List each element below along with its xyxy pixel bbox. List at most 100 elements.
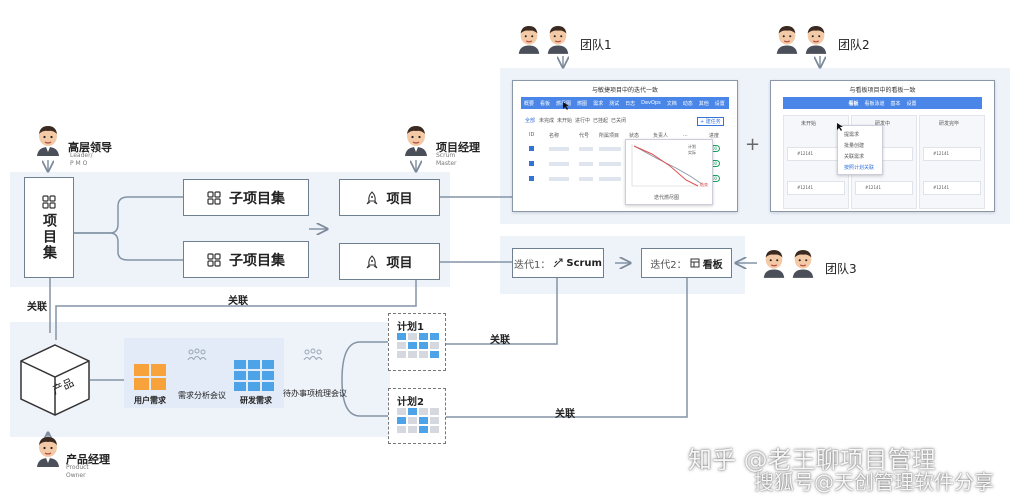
meeting-people-icon xyxy=(187,348,207,361)
nav-item[interactable]: DevOps xyxy=(641,100,661,106)
project-2-box[interactable]: 项目 xyxy=(339,243,440,280)
nav-item[interactable]: 日志 xyxy=(625,100,636,107)
iteration-1-prefix: 迭代1： xyxy=(514,259,551,271)
grid-icon xyxy=(207,252,221,267)
project-set-label: 项目集 xyxy=(41,212,57,261)
team1-person-icon-2 xyxy=(547,26,569,54)
row-checkbox[interactable] xyxy=(529,161,534,166)
po-person-icon xyxy=(37,437,59,467)
nav-item[interactable]: 概要 xyxy=(524,100,535,107)
watermark-zhihu: 知乎 @老王聊项目管理 xyxy=(688,446,936,474)
rocket-icon xyxy=(367,190,378,204)
plus-sign: + xyxy=(745,134,761,155)
row-checkbox[interactable] xyxy=(529,176,534,181)
relate-label-plan2: 关联 xyxy=(555,409,575,420)
iteration-1-name: Scrum xyxy=(566,257,602,269)
team3-person-icon xyxy=(763,250,785,278)
product-cube-icon xyxy=(20,344,90,416)
nav-item[interactable]: 其他 xyxy=(698,100,709,107)
kanban-nav-bar: 看板 看板泳道 基本 设置 xyxy=(783,97,982,109)
table-cell xyxy=(599,177,621,181)
plan-2-label: 计划2 xyxy=(397,397,424,408)
kanban-context-menu: 提需求 批量创建 关联需求 按照计划关联 xyxy=(837,125,883,175)
nav-item[interactable]: 需求 xyxy=(593,100,604,107)
sub-project-set-1-box[interactable]: 子项目集 xyxy=(183,179,309,216)
iteration-scrum-box[interactable]: 迭代1： Scrum xyxy=(512,248,604,278)
watermark-sohu: 搜狐号@天创管理软件分享 xyxy=(754,470,994,494)
menu-item[interactable]: 关联需求 xyxy=(844,154,865,160)
menu-item-active[interactable]: 按照计划关联 xyxy=(844,165,875,171)
kanban-column-title: 研发中 xyxy=(875,121,891,127)
filter-all[interactable]: 全部 xyxy=(525,118,536,124)
table-cell xyxy=(579,177,593,181)
cursor-icon xyxy=(837,123,843,131)
table-cell xyxy=(549,177,569,181)
burndown-end-label: 结束 xyxy=(700,182,708,187)
filter-item[interactable]: 已挂起 xyxy=(593,118,609,124)
table-header: 状态 xyxy=(629,133,640,139)
sub-project-set-2-box[interactable]: 子项目集 xyxy=(183,241,309,278)
iteration-2-prefix: 迭代2： xyxy=(650,259,687,271)
kanban-screenshot-title: 与看板项目中的看板一致 xyxy=(849,87,916,94)
team1-person-icon xyxy=(518,26,540,54)
card-id: #12141 xyxy=(933,185,950,190)
filter-item[interactable]: 未开始 xyxy=(557,118,573,124)
user-req-label: 用户需求 xyxy=(134,396,166,405)
team2-label: 团队2 xyxy=(838,38,870,52)
kanban-card[interactable] xyxy=(787,181,845,195)
nav-item[interactable]: 设置 xyxy=(714,100,725,107)
nav-item[interactable]: 文档 xyxy=(666,100,677,107)
menu-item[interactable]: 提需求 xyxy=(844,132,860,138)
iteration-2-name: 看板 xyxy=(702,259,723,271)
nav-item[interactable]: 看板 xyxy=(848,100,859,107)
burndown-caption: 迭代燃尽图 xyxy=(654,195,680,201)
team3-label: 团队3 xyxy=(825,262,857,276)
kanban-card[interactable] xyxy=(855,181,913,195)
table-header: 负责人 xyxy=(653,133,669,139)
burndown-lines xyxy=(631,144,708,187)
nav-item[interactable]: 基本 xyxy=(890,100,901,107)
plan-2-box[interactable]: 计划2 xyxy=(388,388,446,444)
nav-item[interactable]: 设置 xyxy=(906,100,917,107)
nav-item[interactable]: 更多 xyxy=(730,100,737,107)
sprint-screenshot-title: 与敏捷项目中的迭代一致 xyxy=(591,87,658,94)
table-header: ID xyxy=(529,132,535,138)
nav-item[interactable]: 看板泳道 xyxy=(864,100,885,107)
project-set-box[interactable]: 项目集 xyxy=(24,177,74,278)
new-task-button[interactable]: + 建任务 xyxy=(697,117,724,126)
table-cell xyxy=(549,147,569,151)
plan-1-box[interactable]: 计划1 xyxy=(388,313,446,371)
grid-icon xyxy=(42,194,56,209)
nav-item[interactable]: 看板 xyxy=(540,100,551,107)
menu-item[interactable]: 批量创建 xyxy=(844,143,865,149)
meeting-people-icon-2 xyxy=(303,348,323,361)
filter-item[interactable]: 进行中 xyxy=(575,118,591,124)
nav-item[interactable]: 测试 xyxy=(609,100,620,107)
filter-item[interactable]: 未完成 xyxy=(539,118,555,124)
card-id: #12141 xyxy=(865,185,882,190)
legend-actual: 实际 xyxy=(688,150,696,155)
kanban-screenshot: 与看板项目中的看板一致 看板 看板泳道 基本 设置 未开始 研发中 研发完毕 #… xyxy=(770,80,995,212)
project-1-label: 项目 xyxy=(386,192,413,207)
nav-item[interactable]: 动态 xyxy=(682,100,693,107)
project-1-box[interactable]: 项目 xyxy=(339,179,440,216)
pm-person-icon xyxy=(405,126,427,156)
filter-item[interactable]: 已关闭 xyxy=(611,118,627,124)
table-cell xyxy=(599,162,621,166)
sub-project-set-2-label: 子项目集 xyxy=(229,252,285,269)
po-role-sub1: Product xyxy=(66,464,89,471)
sprint-icon xyxy=(553,258,563,268)
row-checkbox[interactable] xyxy=(529,146,534,151)
leader-person-icon xyxy=(37,126,59,156)
iteration-kanban-box[interactable]: 迭代2： 看板 xyxy=(641,248,732,278)
kanban-card[interactable] xyxy=(923,181,981,195)
grid-icon xyxy=(207,190,221,205)
burndown-chart-popup: 计划 实际 结束 迭代燃尽图 xyxy=(625,139,713,205)
plan-1-label: 计划1 xyxy=(397,322,424,333)
kanban-card[interactable] xyxy=(923,147,981,161)
team3-person-icon-2 xyxy=(792,250,814,278)
nav-item[interactable]: 燃图 xyxy=(577,100,588,107)
table-cell xyxy=(549,162,569,166)
cursor-icon xyxy=(563,102,569,110)
